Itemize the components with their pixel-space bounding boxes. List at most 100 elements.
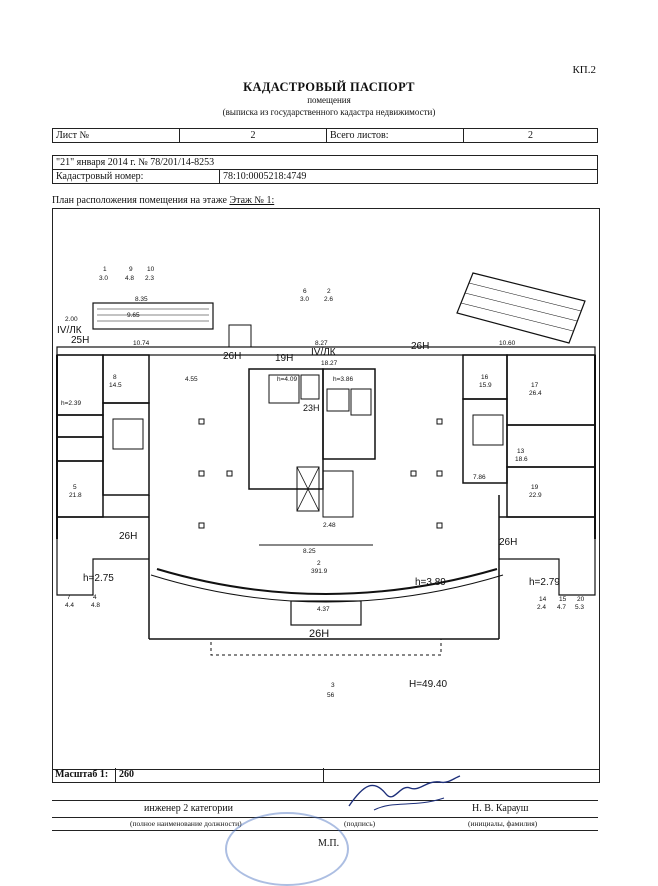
plan-label: 13	[517, 448, 525, 455]
room-right-3	[462, 398, 508, 484]
plan-label: 4.55	[185, 376, 198, 383]
plan-label: 2.48	[323, 522, 336, 529]
plan-label: 10.74	[133, 340, 150, 347]
plan-label: 4	[93, 594, 97, 601]
core-room-d	[350, 388, 372, 416]
plan-label: 26Н	[309, 628, 329, 640]
record-date-line: "21" января 2014 г. № 78/201/14-8253	[52, 155, 598, 170]
ramp-right-line-c	[460, 302, 574, 332]
plan-label: 4.4	[65, 602, 74, 609]
plan-label: 4.8	[91, 602, 100, 609]
room-left-5	[56, 460, 104, 518]
plan-label: 17	[531, 382, 539, 389]
sheet-value: 2	[179, 128, 327, 143]
plan-label: 26Н	[499, 537, 517, 548]
signer-name-hint: (инициалы, фамилия)	[468, 819, 538, 828]
seal-place-label: М.П.	[318, 838, 340, 849]
porch-west	[56, 539, 149, 596]
plan-label: 10	[147, 266, 155, 273]
plan-label: 8.27	[315, 340, 328, 347]
porch-east	[499, 539, 596, 596]
plan-label: 2	[317, 560, 321, 567]
core-block	[248, 368, 324, 490]
plan-label: 16	[481, 374, 489, 381]
plan-label: 2.00	[65, 316, 78, 323]
sheet-table: Лист № 2 Всего листов: 2	[52, 128, 598, 143]
floor-plan-drawing: 1 3.0 9 4.8 10 2.3 6 3.0 2 2.6 8.35 9.65…	[56, 266, 596, 699]
signer-position-hint: (полное наименование должности)	[130, 819, 242, 828]
core-room-c	[326, 388, 350, 412]
signer-signature-hint: (подпись)	[344, 819, 376, 828]
plan-label: 6	[303, 288, 307, 295]
ramp-right	[456, 272, 586, 344]
plan-label: 3.0	[99, 275, 108, 282]
plan-label: 14	[539, 596, 547, 603]
column	[198, 470, 205, 477]
plan-label: h=3.89	[415, 577, 446, 588]
core-room-b	[300, 374, 320, 400]
plan-label: 26Н	[223, 351, 241, 362]
hall-entrance	[290, 600, 362, 626]
plan-label: 56	[327, 692, 335, 699]
plan-label: 1	[103, 266, 107, 273]
plan-label: 8.25	[303, 548, 316, 555]
plan-label: h=2.39	[61, 400, 81, 407]
document-title: КАДАСТРОВЫЙ ПАСПОРТ	[243, 80, 415, 94]
scale-divider	[115, 768, 116, 782]
plan-label: 18.27	[321, 360, 338, 367]
column	[436, 522, 443, 529]
wall-north	[56, 346, 596, 356]
plan-label: h=2.79	[529, 577, 560, 588]
signature-top-rule	[52, 800, 598, 801]
signer-name: Н. В. Карауш	[472, 803, 529, 814]
plan-label: H=49.40	[409, 679, 448, 690]
plan-floor: Этаж № 1:	[229, 195, 275, 206]
total-sheets-label: Всего листов:	[326, 128, 464, 143]
plan-label: 20	[577, 596, 585, 603]
plan-label: 25Н	[71, 335, 89, 346]
plan-label: IV/ЛК	[57, 325, 82, 336]
column	[410, 470, 417, 477]
column	[226, 470, 233, 477]
plan-label: 5.3	[575, 604, 584, 611]
plan-label: 10.60	[499, 340, 516, 347]
plan-caption: План расположения помещения на этаже Эта…	[52, 195, 274, 206]
core-block-2	[322, 368, 376, 460]
plan-label: 4.37	[317, 606, 330, 613]
room-left-2	[102, 354, 150, 404]
plan-label: 9	[129, 266, 133, 273]
plan-label: 26.4	[529, 390, 542, 397]
plan-label: 7.86	[473, 474, 486, 481]
form-code: КП.2	[572, 64, 596, 76]
plan-label: 3.0	[300, 296, 309, 303]
vestibule-box	[228, 324, 252, 348]
scale-divider	[323, 768, 324, 782]
column	[436, 418, 443, 425]
total-sheets-value: 2	[463, 128, 598, 143]
cadastral-label: Кадастровый номер:	[52, 169, 220, 184]
plan-label: 23Н	[303, 403, 320, 413]
plan-label: 21.8	[69, 492, 82, 499]
plan-label: 14.5	[109, 382, 122, 389]
plan-label: h=3.86	[333, 376, 353, 383]
plan-label: 8	[113, 374, 117, 381]
room-right-2	[506, 354, 596, 426]
plan-label: 2.6	[324, 296, 333, 303]
hall-porch	[210, 638, 442, 656]
room-right-5	[506, 466, 596, 518]
ramp-left	[92, 302, 214, 330]
plan-label: 26Н	[119, 531, 137, 542]
plan-label: 26Н	[411, 341, 429, 352]
core-stair	[322, 470, 354, 518]
plan-label: 2.4	[537, 604, 546, 611]
record-table: "21" января 2014 г. № 78/201/14-8253 Кад…	[52, 155, 598, 184]
column	[198, 522, 205, 529]
document-subtitle-extract: (выписка из государственного кадастра не…	[222, 107, 436, 117]
hall-curve-inner	[150, 574, 504, 603]
official-stamp	[225, 812, 349, 886]
handwritten-signature	[348, 775, 461, 811]
room-left-toilet	[112, 418, 144, 450]
plan-label: 2.3	[145, 275, 154, 282]
core-room-a	[268, 374, 300, 404]
plan-label: 8.35	[135, 296, 148, 303]
